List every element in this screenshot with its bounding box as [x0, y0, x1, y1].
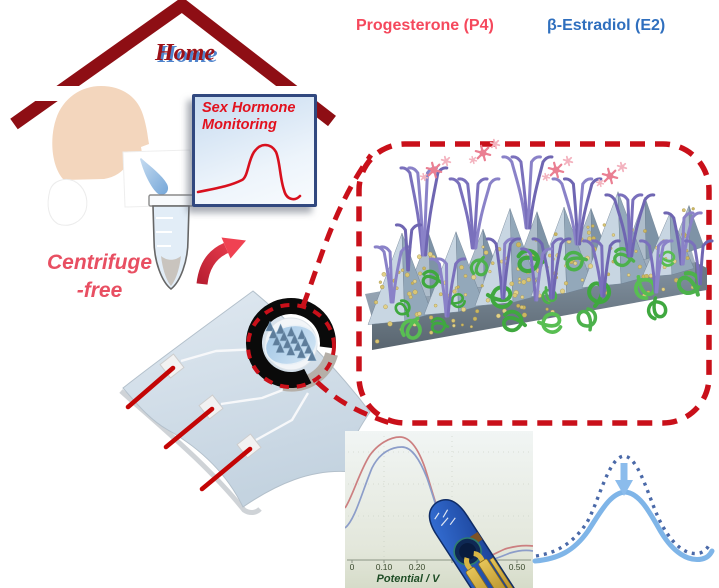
legend-e2-label: β-Estradiol (E2) — [547, 17, 666, 34]
signal-decrease-arrow — [615, 463, 633, 496]
tick-label: 0.10 — [376, 562, 393, 572]
centrifuge-line2: -free — [76, 279, 123, 303]
photo-gridlines — [348, 436, 531, 558]
centrifuge-free-label: Centrifuge -free — [22, 249, 177, 306]
tick-label: 0.20 — [409, 562, 426, 572]
monitoring-title-line2: Monitoring — [202, 116, 277, 133]
tick-label: 0 — [350, 562, 355, 572]
zoom-leader-top — [300, 153, 374, 307]
monitoring-box: Sex Hormone Monitoring — [192, 94, 317, 207]
chip-traces — [180, 347, 310, 442]
chip-wire — [199, 446, 253, 492]
house-roof — [10, 0, 336, 130]
sensor-chip — [119, 290, 371, 515]
centrifuge-line1: Centrifuge — [47, 251, 152, 274]
zoom-dashed-circle — [246, 303, 336, 389]
strip-markings — [434, 509, 456, 527]
person-hand — [47, 178, 88, 226]
hormone-molecule-stars — [419, 138, 628, 188]
tick-label: 0.50 — [509, 562, 526, 572]
green-probe-loops — [394, 247, 701, 340]
centrifuge-tube — [148, 194, 194, 291]
tube-graduations — [156, 217, 173, 247]
electrode-assembly — [245, 298, 338, 392]
voltammogram-photo: 0 0.10 0.20 0.40 0.50 Potential / V — [345, 431, 533, 588]
potential-axis-label: Potential / V — [377, 573, 442, 585]
nanostructure-3d — [365, 138, 714, 350]
zoom-callout-box — [356, 141, 712, 426]
purple-aptamer-strands — [373, 155, 714, 318]
person-figure — [47, 86, 197, 226]
chip-substrate — [122, 290, 371, 508]
transfer-arrow-icon — [196, 237, 246, 285]
signal-dotted-peak — [535, 454, 712, 558]
strip-electrode-center — [459, 543, 477, 561]
signal-comparison — [532, 454, 715, 564]
home-label: Home — [155, 40, 215, 66]
microneedle-array — [265, 320, 317, 361]
tube-cap — [148, 194, 194, 207]
counter-electrode-ring — [245, 298, 336, 388]
gold-nanoparticle-dots — [374, 207, 695, 344]
saliva-droplet-icon — [140, 158, 169, 195]
signal-solid-peak — [532, 489, 715, 564]
monitoring-title-line1: Sex Hormone — [202, 100, 296, 116]
tube-body — [152, 205, 190, 291]
strip-gold-contacts — [464, 551, 520, 588]
zoom-callout — [246, 141, 712, 427]
chip-lead-wires — [125, 365, 253, 492]
zoom-leader-bottom — [315, 380, 394, 427]
chip-wire — [125, 365, 176, 410]
legend-p4-label: Progesterone (P4) — [356, 17, 494, 34]
tube-pellet — [161, 256, 181, 286]
chip-wire — [163, 406, 215, 450]
hormone-curve — [196, 143, 302, 201]
